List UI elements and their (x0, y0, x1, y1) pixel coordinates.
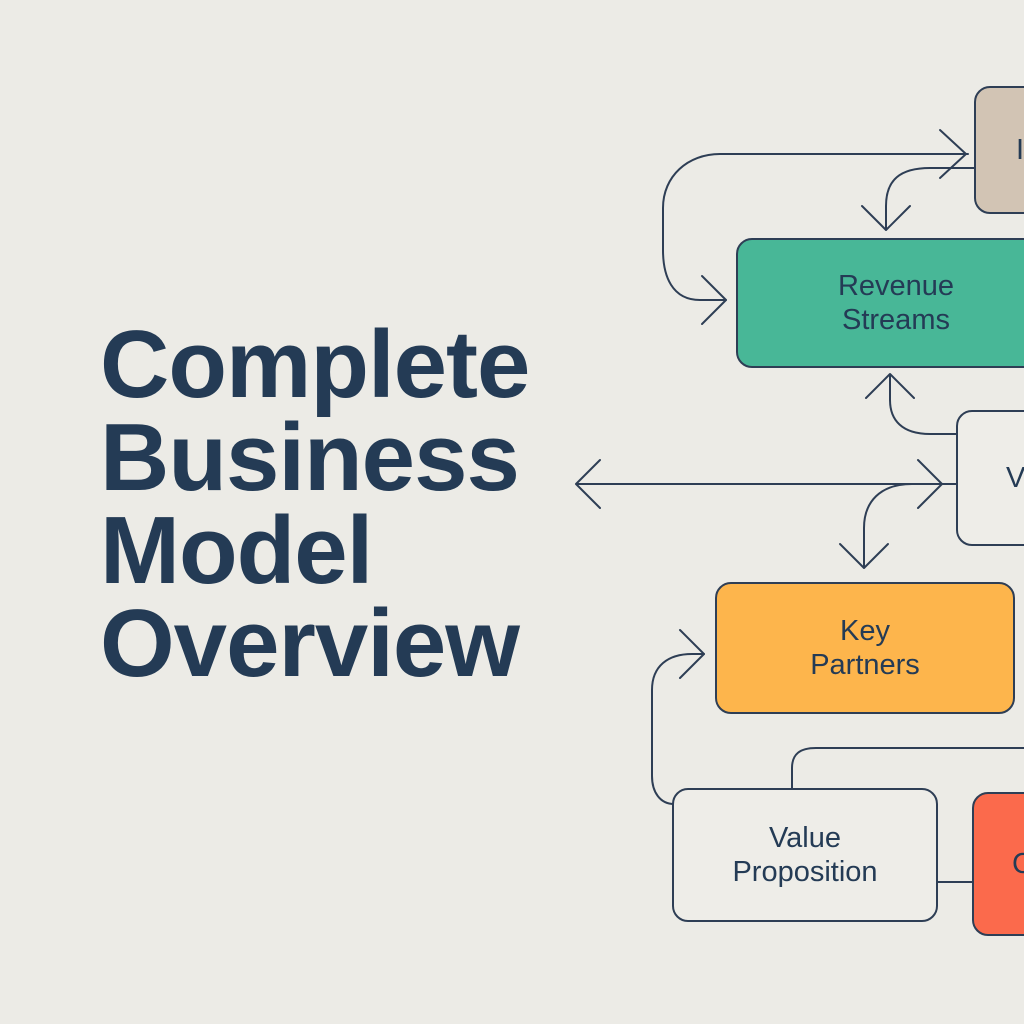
connector-right-to-key-partners (863, 483, 959, 567)
node-top-partial-label: I (1016, 134, 1024, 166)
node-key-partners: Key Partners (715, 582, 1015, 714)
connector-top-to-revenue (885, 167, 979, 229)
connector-right-to-revenue (889, 375, 959, 435)
arrowhead-down-to-key-partners (839, 543, 889, 569)
connector-value-to-key-partners (651, 653, 705, 805)
value-proposition-label-line-1: Value (768, 822, 842, 854)
arrowhead-up-to-revenue (865, 373, 915, 399)
title-line-2: Business (100, 404, 520, 511)
node-right-partial-label: V (1006, 462, 1024, 494)
connector-loop-top (662, 153, 969, 301)
revenue-streams-label-line-2: Streams (842, 304, 950, 336)
node-revenue-streams: Revenue Streams (736, 238, 1024, 368)
arrowhead-right-to-key-partners (679, 629, 705, 679)
connector-value-to-bottom-right (791, 747, 1024, 789)
node-right-partial: V (956, 410, 1024, 546)
diagram-title: Complete Business Model Overview (100, 311, 530, 697)
title-line-4: Overview (100, 590, 520, 697)
node-bottom-right-partial-label: C (1012, 847, 1024, 881)
arrowhead-down-to-revenue (861, 205, 911, 231)
revenue-streams-label-line-1: Revenue (837, 270, 955, 302)
key-partners-label-line-1: Key (840, 615, 890, 647)
node-top-partial: I (974, 86, 1024, 214)
node-bottom-right-partial: C (972, 792, 1024, 936)
arrowhead-to-revenue-left (701, 275, 727, 325)
title-line-3: Model (100, 497, 373, 604)
title-line-1: Complete (100, 311, 530, 418)
key-partners-label-line-2: Partners (810, 649, 920, 681)
node-value-proposition: Value Proposition (672, 788, 938, 922)
value-proposition-label-line-2: Proposition (732, 856, 878, 888)
arrowhead-to-top-node (939, 129, 967, 179)
arrowhead-left-to-title (575, 459, 601, 509)
